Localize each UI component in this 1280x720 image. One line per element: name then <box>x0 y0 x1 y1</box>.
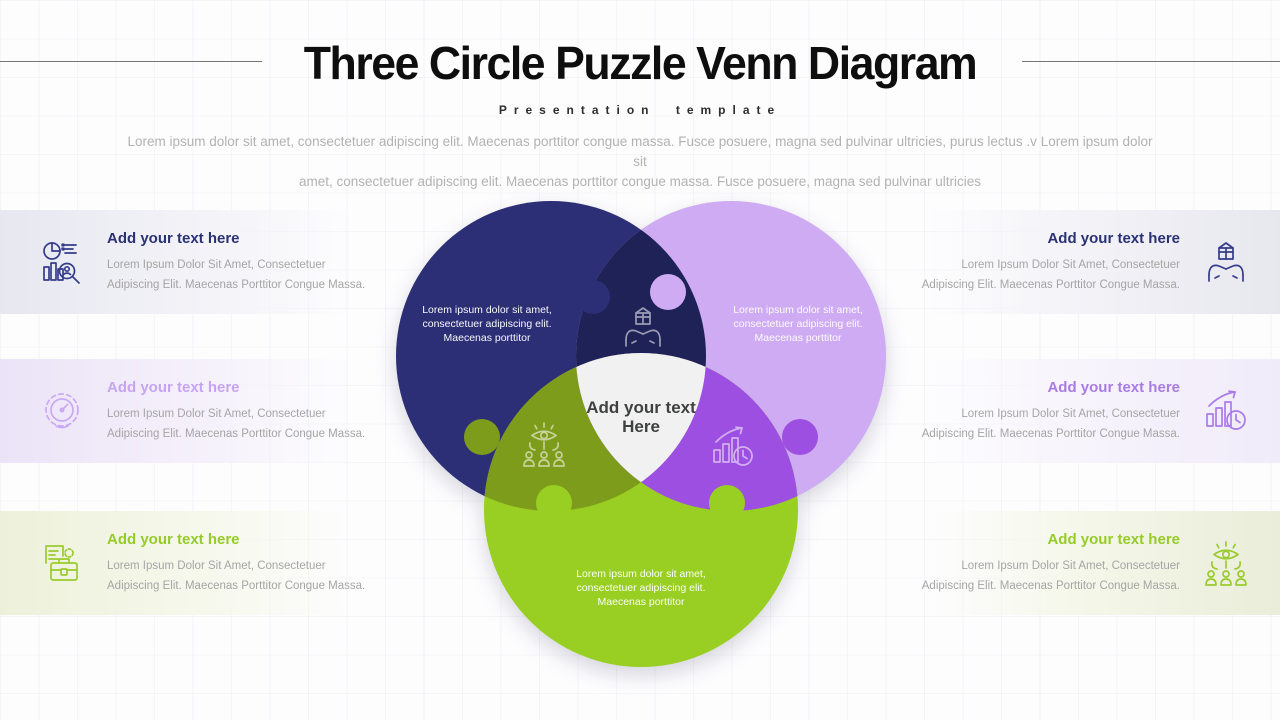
right-item-1-body-line1: Lorem Ipsum Dolor Sit Amet, Consectetuer <box>961 259 1180 271</box>
team-vision-icon <box>520 420 568 468</box>
right-item-2-body-line2: Adipiscing Elit. Maecenas Porttitor Cong… <box>921 428 1180 440</box>
left-item-2-heading[interactable]: Add your text here <box>107 379 240 396</box>
description-line-2: amet, consectetuer adipiscing elit. Maec… <box>298 174 982 189</box>
gauge-icon <box>38 387 86 435</box>
growth-clock-icon <box>1202 387 1250 435</box>
briefcase-icon <box>38 539 86 587</box>
right-item-1-heading[interactable]: Add your text here <box>1047 230 1180 247</box>
left-item-3-body-line1: Lorem Ipsum Dolor Sit Amet, Consectetuer <box>107 560 326 572</box>
venn-label-lavender[interactable]: Lorem ipsum dolor sit amet, consectetuer… <box>733 304 863 344</box>
team-vision-icon <box>1202 539 1250 587</box>
puzzle-tab-green-right <box>709 485 745 521</box>
left-item-3-heading[interactable]: Add your text here <box>107 531 240 548</box>
left-item-1: Add your text here Lorem Ipsum Dolor Sit… <box>0 210 372 314</box>
growth-clock-icon <box>709 423 757 471</box>
venn-center-label[interactable]: Add your text Here <box>586 398 696 436</box>
puzzle-tab-green-left <box>536 485 572 521</box>
puzzle-tab-navy <box>576 280 610 314</box>
left-item-1-body-line2: Adipiscing Elit. Maecenas Porttitor Cong… <box>107 279 366 291</box>
left-item-3-body-line2: Adipiscing Elit. Maecenas Porttitor Cong… <box>107 580 366 592</box>
venn-label-green[interactable]: Lorem ipsum dolor sit amet, consectetuer… <box>576 568 706 608</box>
right-item-2: Add your text here Lorem Ipsum Dolor Sit… <box>908 359 1280 463</box>
hands-box-icon <box>619 303 667 351</box>
venn-label-navy[interactable]: Lorem ipsum dolor sit amet, consectetuer… <box>422 304 552 344</box>
header-rule-left <box>0 61 262 62</box>
right-item-1-body-line2: Adipiscing Elit. Maecenas Porttitor Cong… <box>921 279 1180 291</box>
right-item-3-heading[interactable]: Add your text here <box>1047 531 1180 548</box>
puzzle-tab-purple <box>782 419 818 455</box>
right-item-1: Add your text here Lorem Ipsum Dolor Sit… <box>908 210 1280 314</box>
page-subtitle: Presentation template <box>498 103 782 117</box>
description-line-1: Lorem ipsum dolor sit amet, consectetuer… <box>127 134 1153 169</box>
left-item-1-heading[interactable]: Add your text here <box>107 230 240 247</box>
page-title: Three Circle Puzzle Venn Diagram <box>303 37 978 89</box>
right-item-3-body-line1: Lorem Ipsum Dolor Sit Amet, Consectetuer <box>961 560 1180 572</box>
hands-box-icon <box>1202 238 1250 286</box>
left-item-2-body-line1: Lorem Ipsum Dolor Sit Amet, Consectetuer <box>107 408 326 420</box>
left-item-3: Add your text here Lorem Ipsum Dolor Sit… <box>0 511 372 615</box>
right-item-2-body-line1: Lorem Ipsum Dolor Sit Amet, Consectetuer <box>961 408 1180 420</box>
right-item-3-body-line2: Adipiscing Elit. Maecenas Porttitor Cong… <box>921 580 1180 592</box>
left-item-2: Add your text here Lorem Ipsum Dolor Sit… <box>0 359 372 463</box>
left-item-1-body-line1: Lorem Ipsum Dolor Sit Amet, Consectetuer <box>107 259 326 271</box>
description: Lorem ipsum dolor sit amet, consectetuer… <box>120 132 1160 192</box>
left-item-2-body-line2: Adipiscing Elit. Maecenas Porttitor Cong… <box>107 428 366 440</box>
analytics-icon <box>38 238 86 286</box>
right-item-2-heading[interactable]: Add your text here <box>1047 379 1180 396</box>
right-item-3: Add your text here Lorem Ipsum Dolor Sit… <box>908 511 1280 615</box>
puzzle-tab-lavender <box>650 274 686 310</box>
header-rule-right <box>1022 61 1280 62</box>
puzzle-tab-olive <box>464 419 500 455</box>
